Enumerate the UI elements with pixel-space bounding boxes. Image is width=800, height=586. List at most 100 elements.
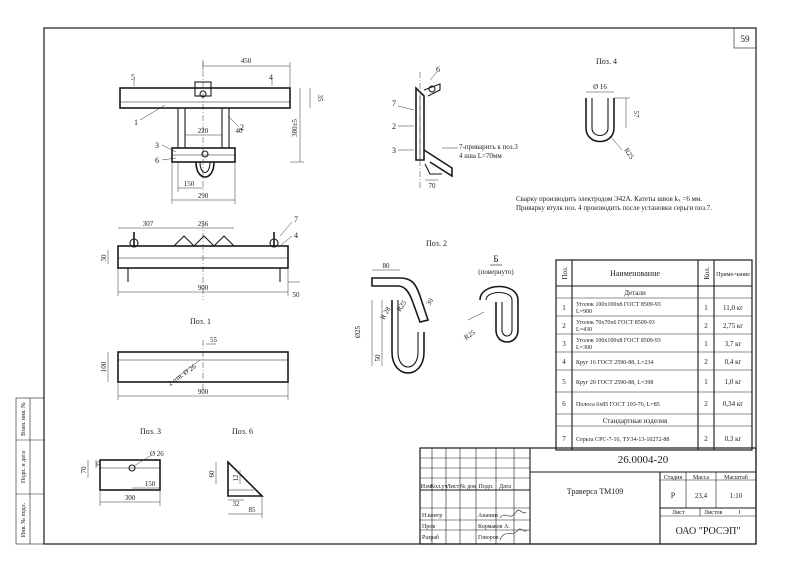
spec-row-pos: 6 <box>562 400 566 408</box>
spec-row-pos: 5 <box>562 378 566 386</box>
pos6-title: Поз. 6 <box>232 427 253 436</box>
pos6-dim-12: 12 <box>232 474 240 482</box>
spec-section-details: Детали <box>624 289 646 297</box>
sheet-label: Лист <box>672 510 685 516</box>
sheet-frame: 59 <box>43 27 757 545</box>
spec-row-qty: 1 <box>704 304 708 312</box>
stage-value: Р <box>671 491 676 500</box>
notes: Сварку производить электродом Э42А. Кате… <box>516 195 712 212</box>
signature-mark <box>499 509 527 519</box>
side-stamp: Инв. № подл. Подп. и дата Взам. инв. № <box>15 397 45 545</box>
callout-1: 1 <box>134 118 138 127</box>
spec-row-name: Уголок 70х70х6 ГОСТ 8509-93 <box>576 320 655 326</box>
pos2-view: Поз. 2 80 30 R 28 Ø25 50 R25 <box>354 239 447 374</box>
spec-row-name-cont: L=300 <box>576 345 592 351</box>
top-dim-50: 50 <box>293 291 301 299</box>
note-line-1: Сварку производить электродом Э42А. Кате… <box>516 195 702 203</box>
spec-row-note: 0,4 кг <box>725 358 742 366</box>
page-number: 59 <box>741 34 751 44</box>
signer-name-2: Кормаков А. <box>478 524 510 530</box>
note-line-2: Приварку втулк поз. 4 производить после … <box>516 204 712 212</box>
top-callout-7: 7 <box>294 215 298 224</box>
side-callout-7: 7 <box>392 99 396 108</box>
change-header-sign: Подп. <box>479 484 494 490</box>
pos1-view: Поз. 1 100 55 2 отв. Ø 26 900 <box>100 317 289 400</box>
company-name: ОАО "РОСЭП" <box>676 526 741 537</box>
dim-290: 290 <box>198 192 209 200</box>
signer-role-3: Разраб <box>422 534 439 541</box>
pos1-dim-900: 900 <box>198 388 209 396</box>
spec-row-note: 1,0 кг <box>725 378 742 386</box>
scale-value: 1:10 <box>730 492 743 500</box>
spec-row-note: 3,7 кг <box>725 340 742 348</box>
doc-number: 26.0004-20 <box>618 454 669 466</box>
mass-label: Масса <box>693 475 709 481</box>
spec-row: 1 Уголок 100х100х8 ГОСТ 8509-93 L=900 1 … <box>562 302 743 315</box>
spec-row-pos: 1 <box>562 304 566 312</box>
view-b-subtitle: (повернуто) <box>478 268 514 276</box>
callout-2: 2 <box>240 123 244 132</box>
callout-6: 6 <box>155 156 159 165</box>
spec-row-qty: 2 <box>704 435 708 443</box>
signature-mark <box>499 528 528 541</box>
side-view: 70 6 7 2 3 7-приварить к поз.3 4 шва L=7… <box>392 65 518 190</box>
mass-value: 23,4 <box>695 492 708 500</box>
top-callout-4: 4 <box>294 231 298 240</box>
spec-row-note: 0,3 кг <box>725 435 742 443</box>
top-dim-307: 307 <box>143 220 154 228</box>
pos2-dim-50: 50 <box>374 354 382 362</box>
spec-row: 7 Серьга СРС-7-16, ТУ34-13-10272-88 2 0,… <box>562 435 741 443</box>
spec-row: 4 Круг 16 ГОСТ 2590-88, L=234 2 0,4 кг <box>562 358 741 366</box>
spec-row-pos: 7 <box>562 435 566 443</box>
pos2-dim-30: 30 <box>425 297 436 307</box>
pos6-dim-32: 32 <box>233 500 241 508</box>
callout-5: 5 <box>131 73 135 82</box>
spec-row-name: Уголок 100х100х8 ГОСТ 8509-93 <box>576 302 661 308</box>
spec-row-name-cont: L=430 <box>576 327 592 333</box>
callout-3: 3 <box>155 141 159 150</box>
signer-role-1: Н.контр <box>422 513 442 519</box>
pos1-dim-100: 100 <box>100 361 108 372</box>
side-dim-70: 70 <box>429 182 437 190</box>
side-stamp-label-2: Подп. и дата <box>21 451 27 483</box>
spec-header-name: Наименование <box>610 269 660 278</box>
sheets-label: Листов <box>704 510 722 516</box>
pos6-dim-85: 85 <box>249 506 257 514</box>
scale-label: Масштаб <box>724 474 748 481</box>
spec-row-note: 2,75 кг <box>723 322 743 330</box>
spec-row-pos: 2 <box>562 322 566 330</box>
top-view: 307 256 30 900 50 7 4 <box>100 215 300 300</box>
top-dim-256: 256 <box>198 220 209 228</box>
pos4-dim-r25: R25 <box>622 147 636 162</box>
spec-row-pos: 4 <box>562 358 566 366</box>
pos1-dim-55: 55 <box>210 336 218 344</box>
signer-name-1: Ананин <box>478 513 499 519</box>
view-b-title: Б <box>493 254 498 264</box>
drawing-name: Траверса ТМ109 <box>567 487 624 496</box>
spec-row-name: Полоса 6х85 ГОСТ 103-76, L=85 <box>576 402 660 408</box>
side-stamp-label-1: Инв. № подл. <box>21 502 27 537</box>
change-header-kol: Кол.уч <box>430 484 447 490</box>
view-b: Б (повернуто) R25 <box>463 254 519 343</box>
change-header-date: Дата <box>499 484 511 490</box>
pos2-dim-28: R 28 <box>379 305 393 321</box>
callout-4: 4 <box>269 73 273 82</box>
main-view: 450 35 380±5 220 40 150 290 1 2 3 6 5 4 <box>119 57 324 204</box>
spec-row-note: 11,0 кг <box>723 304 743 312</box>
sheets-value: 1 <box>738 510 741 516</box>
dim-450: 450 <box>241 57 252 65</box>
spec-row: 5 Круг 20 ГОСТ 2590-88, L=398 1 1,0 кг <box>562 378 741 386</box>
spec-row: 2 Уголок 70х70х6 ГОСТ 8509-93 L=430 2 2,… <box>562 320 743 333</box>
pos4-view: Поз. 4 Ø 16 57 R25 <box>585 57 640 162</box>
pos4-title: Поз. 4 <box>596 57 617 66</box>
pos2-dim-r25: R25 <box>395 299 409 314</box>
spec-row-qty: 2 <box>704 358 708 366</box>
side-note-line1: 7-приварить к поз.3 <box>459 143 518 151</box>
side-note-line2: 4 шва L=70мм <box>459 152 502 160</box>
dim-220: 220 <box>198 127 209 135</box>
dim-380: 380±5 <box>291 119 299 137</box>
top-dim-30: 30 <box>100 254 108 262</box>
pos1-title: Поз. 1 <box>190 317 211 326</box>
spec-row-name-cont: L=900 <box>576 309 592 315</box>
pos6-view: Поз. 6 60 12 32 85 <box>208 427 264 518</box>
